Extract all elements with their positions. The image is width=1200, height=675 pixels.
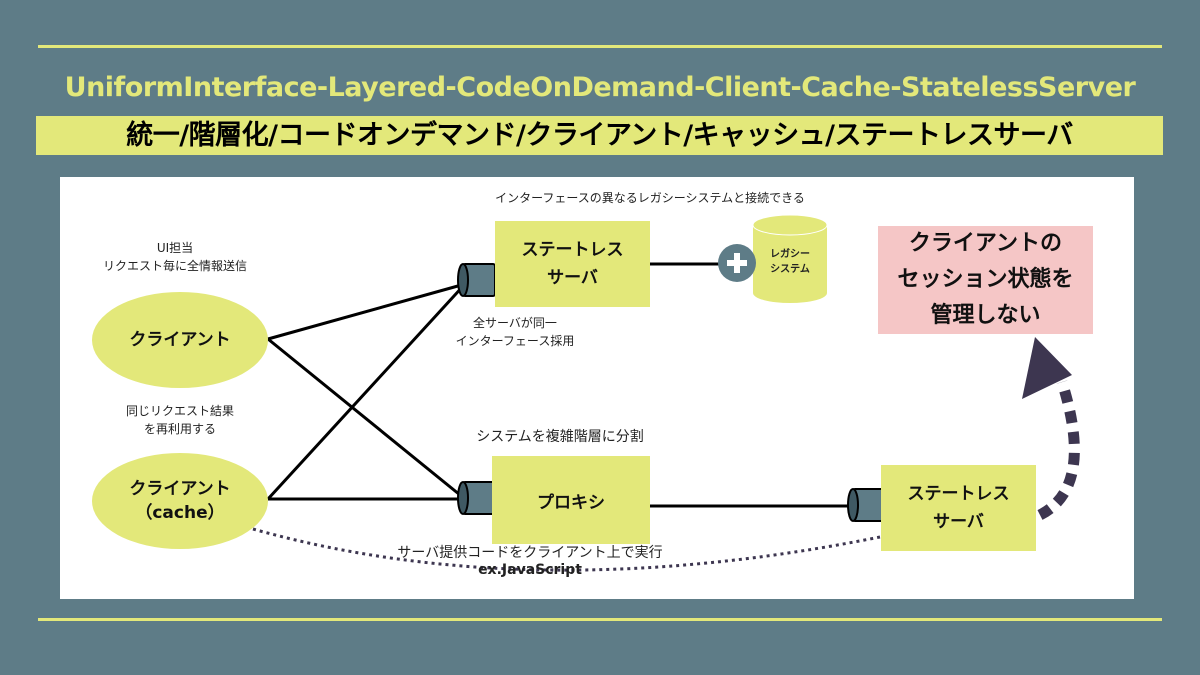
bottom-rule: [38, 618, 1162, 621]
stateless-server-bottom: ステートレス サーバ: [881, 465, 1036, 551]
layer-caption: システムを複雑階層に分割: [476, 429, 644, 445]
client2-label: クライアント: [129, 479, 231, 499]
link-client1-server: [267, 282, 466, 341]
title-japanese: 統一/階層化/コードオンデマンド/クライアント/キャッシュ/ステートレスサーバ: [36, 116, 1163, 155]
diagram-panel: インターフェースの異なるレガシーシステムと接続できる UI担当 リクエスト毎に全…: [60, 177, 1134, 599]
stateless-server-top: ステートレス サーバ: [495, 221, 650, 307]
interface-connector-bottom: [847, 488, 886, 522]
interface-note-line2: インターフェース採用: [455, 334, 575, 348]
session-note-line1: クライアントの: [908, 231, 1063, 256]
plus-icon: [718, 244, 756, 282]
server-bottom-line2: サーバ: [933, 512, 984, 532]
client1-note: UI担当 リクエスト毎に全情報送信: [90, 239, 260, 275]
client2-note-line2: を再利用する: [143, 422, 216, 436]
proxy-node: プロキシ: [492, 456, 650, 544]
legacy-line1: レガシー: [770, 249, 810, 260]
client2-note: 同じリクエスト結果 を再利用する: [100, 402, 260, 438]
server-top-line1: ステートレス: [521, 240, 624, 260]
client1-note-line1: UI担当: [156, 241, 194, 255]
legacy-line2: システム: [770, 264, 810, 275]
interface-note-line1: 全サーバが同一: [473, 316, 557, 330]
session-note-line3: 管理しない: [930, 303, 1041, 328]
client2-note-line1: 同じリクエスト結果: [125, 404, 234, 418]
code-on-demand-example: ex.JavaScript: [478, 562, 582, 578]
title-english: UniformInterface-Layered-CodeOnDemand-Cl…: [64, 72, 1136, 103]
interface-note: 全サーバが同一 インターフェース採用: [430, 314, 600, 350]
interface-connector-top: [457, 263, 496, 297]
server-top-line2: サーバ: [547, 268, 598, 288]
interface-connector-proxy: [457, 481, 496, 515]
database-icon: [752, 214, 828, 303]
session-arrow-head: [1022, 337, 1072, 399]
legacy-system-label: レガシー システム: [760, 247, 820, 277]
client1-node: クライアント: [92, 292, 268, 388]
session-arrow-curve: [1037, 380, 1080, 520]
top-rule: [38, 45, 1162, 48]
client2-cache-label: （cache）: [135, 503, 225, 523]
diagram-connectors: [252, 214, 1080, 572]
link-client1-proxy: [267, 337, 466, 501]
session-note: クライアントの セッション状態を 管理しない: [878, 226, 1093, 334]
server-bottom-line1: ステートレス: [907, 484, 1010, 504]
code-on-demand-line1: サーバ提供コードをクライアント上で実行: [397, 545, 663, 561]
code-on-demand-curve: [252, 527, 881, 572]
session-note-line2: セッション状態を: [897, 267, 1074, 292]
link-client2-server: [266, 282, 467, 501]
client1-label: クライアント: [129, 330, 231, 350]
legacy-connect-caption: インターフェースの異なるレガシーシステムと接続できる: [495, 191, 805, 205]
proxy-label: プロキシ: [537, 492, 605, 513]
client1-note-line2: リクエスト毎に全情報送信: [102, 259, 247, 273]
code-on-demand-note: サーバ提供コードをクライアント上で実行 ex.JavaScript: [380, 545, 680, 579]
client2-node: クライアント （cache）: [92, 453, 268, 549]
